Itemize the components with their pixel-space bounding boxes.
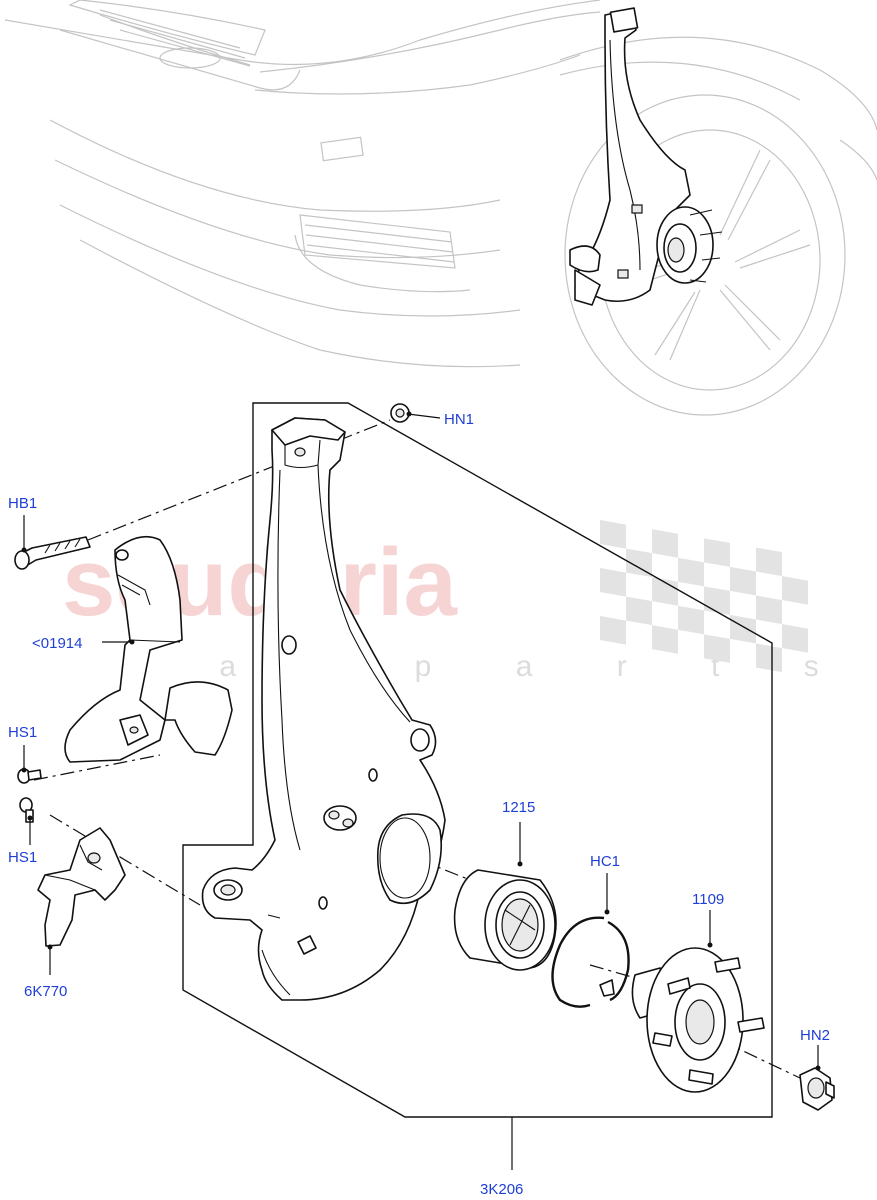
hub-studs [652, 957, 765, 1085]
label-hs1-upper: HS1 [8, 724, 37, 741]
screw-hs1-upper: HS1 [8, 724, 42, 784]
label-hn1: HN1 [444, 411, 474, 428]
watermark-sub: c a r p a r t s [120, 650, 857, 683]
label-6k770: 6K770 [24, 983, 67, 1000]
label-hc1: HC1 [590, 853, 620, 870]
label-lt01914: <01914 [32, 635, 82, 652]
screw-hs1-lower: HS1 [8, 797, 37, 866]
label-3k206: 3K206 [480, 1181, 523, 1198]
splash-shield-01914: <01914 [32, 535, 233, 763]
bracket-6k770: 6K770 [24, 827, 126, 1000]
watermark: scuderia c a r p a r t s [62, 520, 857, 683]
label-1215: 1215 [502, 799, 535, 816]
wheel-bearing-1215: 1215 [453, 799, 557, 971]
wheel-hub-1109: 1109 [631, 891, 765, 1093]
installed-knuckle-assembly [569, 7, 723, 306]
steering-knuckle [201, 417, 446, 1001]
watermark-checker-flag [600, 520, 808, 673]
bolt-hb1: HB1 [8, 495, 91, 570]
label-hb1: HB1 [8, 495, 37, 512]
vehicle-outline [4, 0, 877, 416]
label-1109: 1109 [692, 891, 724, 908]
assembly-frame-3k206 [182, 402, 773, 1118]
nut-hn1: HN1 [390, 403, 474, 428]
circlip-hc1: HC1 [551, 853, 630, 1008]
label-hn2: HN2 [800, 1027, 830, 1044]
label-hs1-lower: HS1 [8, 849, 37, 866]
assembly-callout-3k206: 3K206 [480, 1117, 523, 1198]
hub-nut-hn2: HN2 [799, 1027, 835, 1111]
